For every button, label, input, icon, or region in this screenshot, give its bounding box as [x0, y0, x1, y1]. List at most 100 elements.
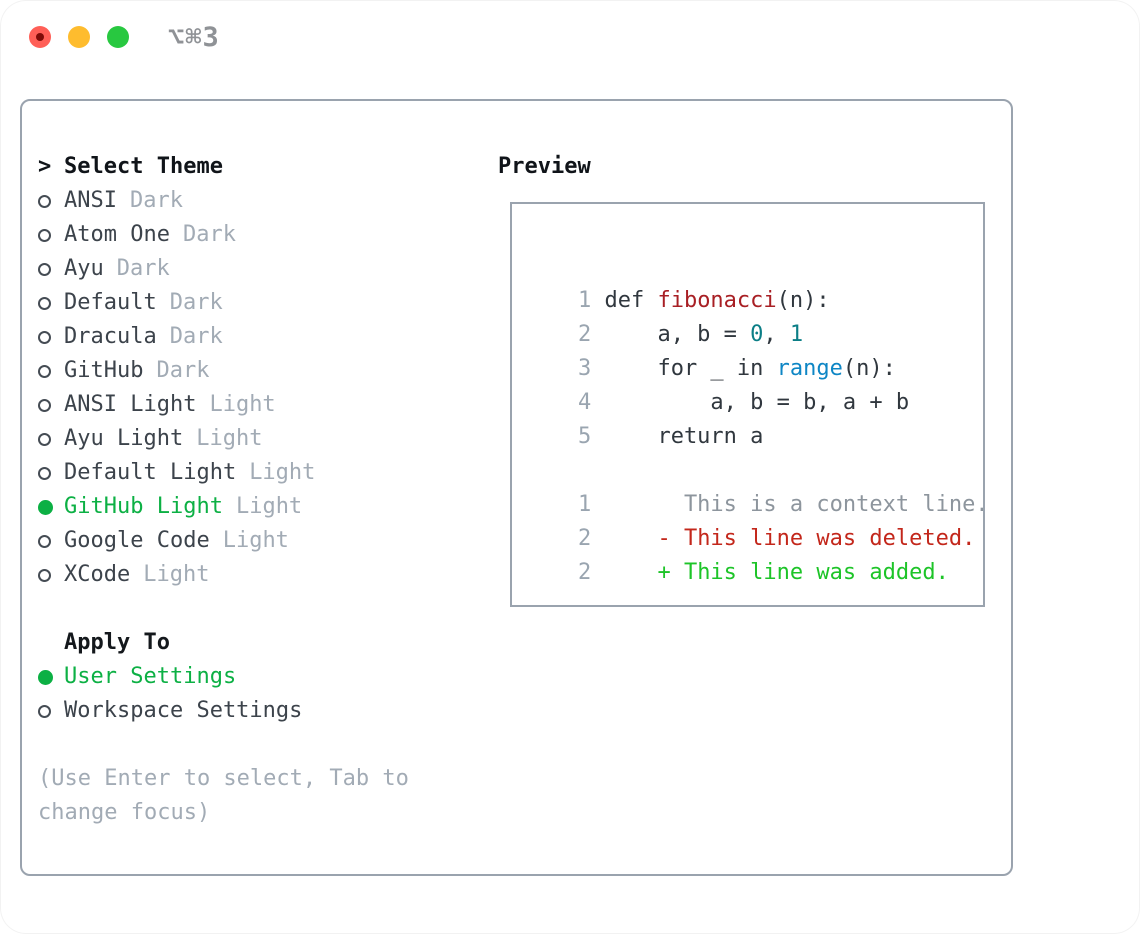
theme-name: Default Light: [64, 460, 237, 485]
code-segment: return a: [604, 424, 764, 449]
theme-name: ANSI: [64, 188, 117, 213]
theme-name: GitHub Light: [64, 494, 223, 519]
code-segment: + This line was added.: [657, 560, 949, 585]
preview-title: Preview: [498, 154, 591, 179]
theme-variant: Light: [209, 392, 276, 417]
preview-code-line: 2 a, b = 0, 1: [525, 284, 983, 347]
theme-row[interactable]: Dracula Dark: [38, 320, 435, 354]
radio-icon: [38, 398, 64, 412]
theme-variant: Dark: [129, 188, 183, 213]
line-segments: def fibonacci(n):: [604, 288, 829, 313]
code-segment: (n):: [776, 288, 830, 313]
theme-name: ANSI Light: [64, 392, 197, 417]
theme-name: Dracula: [64, 324, 157, 349]
theme-row[interactable]: Default Light Light: [38, 456, 435, 490]
theme-row[interactable]: GitHub Light Light: [38, 490, 435, 524]
theme-variant: Light: [235, 494, 303, 519]
theme-name: Google Code: [64, 528, 210, 553]
apply-to-title: Apply To: [64, 630, 170, 655]
apply-option-row[interactable]: Workspace Settings: [38, 694, 435, 728]
theme-variant: Light: [196, 426, 263, 451]
radio-icon: [38, 669, 64, 685]
theme-row[interactable]: Default Dark: [38, 286, 435, 320]
window-titlebar: ⌥⌘3: [29, 22, 220, 53]
theme-name: Ayu Light: [64, 426, 184, 451]
apply-option-row[interactable]: User Settings: [38, 660, 435, 694]
preview-code-line: 2 + This line was added.: [525, 522, 983, 585]
code-segment: a, b = b, a + b: [604, 390, 910, 415]
theme-row[interactable]: ANSI Light Light: [38, 388, 435, 422]
radio-icon: [38, 364, 64, 378]
code-segment: a, b =: [604, 322, 751, 347]
code-segment: This is a context line.: [604, 492, 985, 517]
code-segment: 1: [789, 322, 804, 347]
prompt-caret-icon: >: [38, 154, 52, 179]
theme-variant: Dark: [156, 358, 210, 383]
code-segment: def: [604, 288, 658, 313]
radio-icon: [38, 262, 64, 276]
preview-code-line: 1 def fibonacci(n):: [525, 250, 983, 313]
radio-icon: [38, 296, 64, 310]
radio-icon: [38, 704, 64, 718]
preview-code-line: 4 a, b = b, a + b: [525, 352, 983, 415]
theme-list: ANSI Dark Atom One Dark Ayu Dark Default…: [38, 184, 435, 592]
radio-icon: [38, 194, 64, 208]
theme-row[interactable]: Ayu Light Light: [38, 422, 435, 456]
theme-row[interactable]: Ayu Dark: [38, 252, 435, 286]
radio-icon: [38, 228, 64, 242]
line-number: 1: [577, 492, 592, 517]
theme-name: Default: [64, 290, 157, 315]
radio-icon: [38, 568, 64, 582]
theme-variant: Light: [222, 528, 289, 553]
theme-name: GitHub: [64, 358, 144, 383]
code-segment: [604, 526, 657, 551]
code-segment: fibonacci: [657, 288, 777, 313]
line-number: 2: [577, 526, 592, 551]
preview-code-line: 1 This is a context line.: [525, 454, 983, 517]
code-segment: (n):: [842, 356, 896, 381]
theme-variant: Dark: [182, 222, 236, 247]
zoom-button[interactable]: [107, 26, 129, 48]
line-segments: for _ in range(n):: [604, 356, 895, 381]
line-number: 3: [577, 356, 592, 381]
theme-variant: Light: [249, 460, 316, 485]
theme-row[interactable]: GitHub Dark: [38, 354, 435, 388]
theme-row[interactable]: Google Code Light: [38, 524, 435, 558]
code-segment: 0: [750, 322, 764, 347]
minimize-button[interactable]: [68, 26, 90, 48]
theme-row[interactable]: ANSI Dark: [38, 184, 435, 218]
line-number: 1: [577, 288, 592, 313]
code-segment: range: [776, 356, 843, 381]
code-segment: for _ in: [604, 356, 777, 381]
line-segments: This is a context line.: [604, 492, 985, 517]
preview-code-line: 2 - This line was deleted.: [525, 488, 983, 551]
theme-variant: Dark: [169, 290, 223, 315]
code-segment: ,: [763, 322, 790, 347]
line-number: 5: [577, 424, 592, 449]
theme-variant: Light: [143, 562, 210, 587]
radio-icon: [38, 330, 64, 344]
theme-variant: Dark: [169, 324, 223, 349]
radio-icon: [38, 534, 64, 548]
theme-picker-column: > Select Theme ANSI Dark Atom One Dark A…: [38, 150, 435, 830]
theme-row[interactable]: XCode Light: [38, 558, 435, 592]
theme-row[interactable]: Atom One Dark: [38, 218, 435, 252]
radio-icon: [38, 432, 64, 446]
code-segment: [604, 560, 657, 585]
theme-name: Atom One: [64, 222, 170, 247]
select-theme-title: Select Theme: [64, 154, 223, 179]
close-button[interactable]: [29, 26, 51, 48]
select-theme-header: > Select Theme: [38, 150, 435, 184]
spacer: [38, 592, 435, 626]
line-number: 2: [577, 560, 592, 585]
line-segments: - This line was deleted.: [604, 526, 975, 551]
line-segments: a, b = b, a + b: [604, 390, 909, 415]
line-number: 4: [577, 390, 592, 415]
apply-to-header: Apply To: [38, 626, 435, 660]
theme-picker-panel: > Select Theme ANSI Dark Atom One Dark A…: [20, 99, 1013, 876]
preview-code-line: 5 return a: [525, 386, 983, 449]
apply-option-name: User Settings: [64, 664, 237, 689]
line-segments: a, b = 0, 1: [604, 322, 803, 347]
